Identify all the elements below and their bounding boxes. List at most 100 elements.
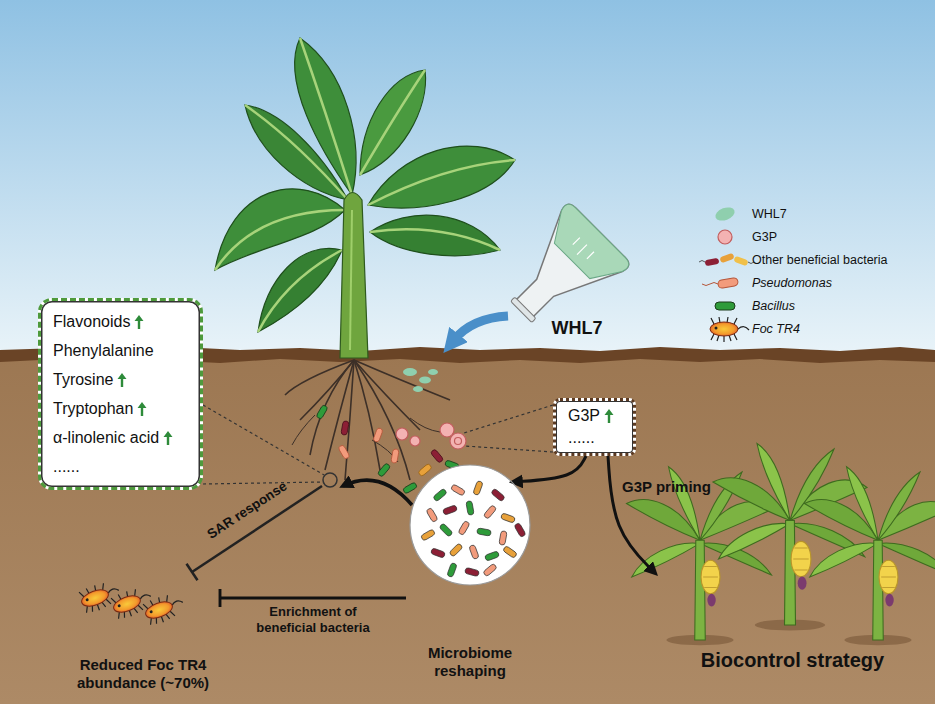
banana-plant — [370, 229, 500, 250]
microbiome-to-roots-arrow — [343, 480, 412, 505]
leader-lines — [464, 405, 553, 433]
biocontrol-plants — [713, 444, 867, 631]
banana-plant — [300, 38, 352, 195]
roots — [285, 360, 450, 480]
text-row: ...... — [568, 427, 595, 449]
roots — [354, 360, 410, 480]
inoculant-label: WHL7 — [552, 318, 603, 339]
legend-text: Other beneficial bacteria — [752, 251, 888, 269]
text-row: Tryptophan — [53, 394, 188, 423]
legend-icons — [702, 283, 718, 286]
root-bacteria — [373, 427, 383, 442]
metabolite-box: FlavonoidsPhenylalanineTyrosineTryptopha… — [38, 298, 203, 490]
increase-arrow — [164, 431, 173, 445]
node-text: Flavonoids — [53, 307, 130, 336]
banana-plant — [340, 193, 368, 359]
banana-plant — [245, 105, 348, 200]
inhibition-connector — [220, 597, 406, 600]
banana-plant — [370, 215, 500, 256]
node-text: α-linolenic acid — [53, 423, 159, 452]
microbiome-disc — [514, 522, 526, 537]
root-bacteria — [402, 482, 417, 494]
root-bacteria — [377, 463, 391, 478]
microbiome-disc — [410, 465, 530, 585]
legend-icons — [714, 205, 737, 223]
node-text: Biocontrol strategy — [701, 648, 884, 672]
g3p-molecules — [450, 433, 466, 449]
leader-lines — [465, 446, 553, 452]
microbiome-disc — [449, 543, 463, 557]
microbiome-disc — [426, 507, 438, 522]
banana-plant — [215, 38, 515, 358]
text-row: Microbiome reshaping — [406, 644, 534, 680]
microbiome-disc — [450, 484, 465, 496]
legend-icons — [717, 277, 738, 288]
inoculation-arrow — [454, 316, 508, 340]
microbiome-disc — [477, 528, 492, 536]
microbiome-disc — [439, 523, 453, 537]
node-text: Tyrosine — [53, 365, 113, 394]
biocontrol-plants — [805, 467, 935, 646]
banana-plant — [368, 160, 515, 205]
node-text: Phenylalanine — [53, 336, 154, 365]
banana-plant — [360, 70, 425, 175]
increase-arrow — [604, 408, 614, 424]
increase-arrow — [137, 401, 147, 417]
text-row: α-linolenic acid — [53, 423, 188, 452]
increase-arrow — [605, 409, 614, 423]
g3p-box: G3P...... — [553, 398, 636, 456]
banana-plant — [245, 105, 348, 200]
increase-arrow — [138, 402, 147, 416]
leader-lines — [203, 405, 324, 475]
increase-arrow — [134, 314, 144, 330]
roots — [410, 418, 440, 432]
text-row: Flavonoids — [53, 307, 188, 336]
microbiome-disc — [491, 488, 506, 502]
banana-plant — [258, 248, 342, 332]
legend-entry: Pseudomonas — [752, 274, 832, 292]
microbiome-disc — [430, 548, 445, 558]
root-bacteria — [391, 449, 399, 464]
arrow-connector — [608, 456, 655, 573]
node-text: Reduced Foc TR4 abundance (~70%) — [66, 656, 220, 692]
microbiome-disc — [447, 562, 457, 577]
legend-entry: Foc TR4 — [752, 320, 800, 338]
microbiome-disc — [469, 544, 479, 559]
legend-icons — [715, 302, 735, 310]
text-row: Reduced Foc TR4 abundance (~70%) — [66, 656, 220, 692]
circle-outline — [410, 465, 530, 585]
text-row: Tyrosine — [53, 365, 188, 394]
pathogen-group: Reduced Foc TR4 abundance (~70%) — [66, 565, 220, 692]
root-bacteria — [430, 449, 444, 464]
soil — [0, 352, 935, 704]
arrow-connector — [513, 456, 586, 482]
flask — [493, 202, 632, 341]
biocontrol-group: Biocontrol strategy — [655, 468, 930, 672]
sar-inhibition-line — [187, 564, 198, 581]
legend-entry: G3P — [752, 228, 777, 246]
whl7-cells — [428, 369, 438, 375]
node-text: Tryptophan — [53, 394, 133, 423]
edge-label: G3P priming — [622, 478, 711, 496]
text-row: G3P — [568, 405, 614, 427]
whl7-cells — [419, 377, 431, 384]
microbiome-disc — [483, 563, 498, 577]
legend-icons — [718, 230, 732, 244]
banana-plant — [258, 250, 342, 332]
microbiome-disc — [458, 520, 470, 535]
flask — [511, 297, 536, 322]
root-focus-circle — [323, 473, 337, 487]
microbiome-disc — [466, 501, 474, 516]
leader-lines — [203, 482, 323, 484]
roots — [292, 415, 315, 445]
edge-label: Enrichment of beneficial bacteria — [243, 604, 383, 636]
microbiome-to-roots-arrow — [343, 480, 412, 505]
microbiome-disc — [442, 505, 457, 515]
g3p-molecules — [455, 438, 462, 445]
microbiome-disc — [484, 551, 499, 561]
microbiome-disc — [464, 567, 479, 576]
legend-icons — [699, 261, 754, 264]
whl7-cells — [403, 368, 438, 392]
text-row: Biocontrol strategy — [701, 648, 884, 672]
